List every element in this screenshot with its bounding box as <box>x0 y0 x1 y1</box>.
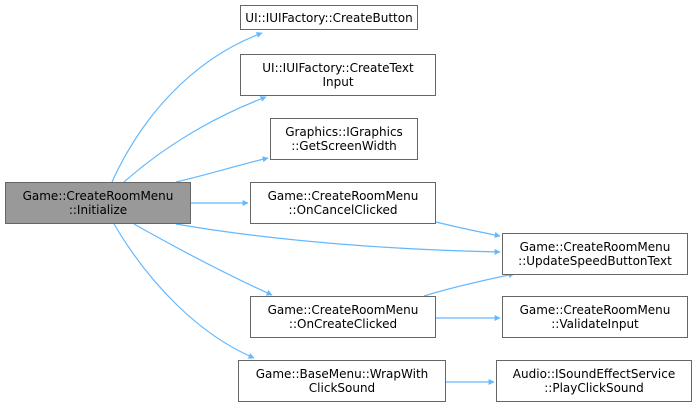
node-label-line: Game::CreateRoomMenu <box>519 303 671 317</box>
node-label: Graphics::IGraphics::GetScreenWidth <box>285 125 403 153</box>
node-get-screen-width[interactable]: Graphics::IGraphics::GetScreenWidth <box>270 118 418 160</box>
node-label-line: ::Initialize <box>68 203 128 217</box>
node-initialize[interactable]: Game::CreateRoomMenu::Initialize <box>5 182 191 224</box>
node-validate-input[interactable]: Game::CreateRoomMenu::ValidateInput <box>502 296 688 338</box>
node-label: Game::CreateRoomMenu::Initialize <box>23 189 174 217</box>
node-on-cancel-clicked[interactable]: Game::CreateRoomMenu::OnCancelClicked <box>250 182 436 224</box>
node-label-line: Game::CreateRoomMenu <box>267 303 419 317</box>
node-label: Audio::ISoundEffectService::PlayClickSou… <box>513 367 675 395</box>
node-update-speed-button-text[interactable]: Game::CreateRoomMenu::UpdateSpeedButtonT… <box>502 233 688 275</box>
edge-initialize-to-get-screen-width <box>175 156 269 183</box>
edge-initialize-to-wrap-with-click-sound <box>113 223 255 359</box>
node-on-create-clicked[interactable]: Game::CreateRoomMenu::OnCreateClicked <box>250 296 436 338</box>
node-label-line: ClickSound <box>308 381 376 395</box>
node-label-line: Input <box>322 75 354 89</box>
edge-initialize-to-create-text-input <box>123 96 267 183</box>
node-label-line: Game::BaseMenu::WrapWith <box>255 367 429 381</box>
node-label-line: Graphics::IGraphics <box>285 125 403 139</box>
node-label-line: UI::IUIFactory::CreateButton <box>245 10 413 25</box>
node-label-line: ::OnCreateClicked <box>288 317 398 331</box>
node-create-button[interactable]: UI::IUIFactory::CreateButton <box>240 5 418 30</box>
node-label: Game::CreateRoomMenu::ValidateInput <box>520 303 671 331</box>
node-label: UI::IUIFactory::CreateButton <box>245 11 412 25</box>
node-label-line: Game::CreateRoomMenu <box>519 240 671 254</box>
node-label-line: ::UpdateSpeedButtonText <box>518 254 672 268</box>
node-label-line: Audio::ISoundEffectService <box>512 367 676 381</box>
node-label-line: ::ValidateInput <box>551 317 639 331</box>
node-label-line: ::OnCancelClicked <box>288 203 398 217</box>
node-label-line: UI::IUIFactory::CreateText <box>262 61 414 75</box>
node-label-line: ::PlayClickSound <box>544 381 644 395</box>
node-label-line: Game::CreateRoomMenu <box>22 189 174 203</box>
edge-initialize-to-update-speed-button-text <box>175 223 501 255</box>
node-label: Game::CreateRoomMenu::OnCreateClicked <box>268 303 419 331</box>
edge-on-create-clicked-to-update-speed-button-text <box>423 272 515 297</box>
node-label: Game::CreateRoomMenu::OnCancelClicked <box>268 189 419 217</box>
node-label-line: ::GetScreenWidth <box>291 139 397 153</box>
edge-initialize-to-create-button <box>111 32 263 183</box>
node-label-line: Game::CreateRoomMenu <box>267 189 419 203</box>
node-label: Game::CreateRoomMenu::UpdateSpeedButtonT… <box>518 240 672 268</box>
node-play-click-sound[interactable]: Audio::ISoundEffectService::PlayClickSou… <box>496 360 692 402</box>
edge-initialize-to-on-create-clicked <box>133 223 273 296</box>
edge-on-cancel-clicked-to-update-speed-button-text <box>435 221 501 238</box>
